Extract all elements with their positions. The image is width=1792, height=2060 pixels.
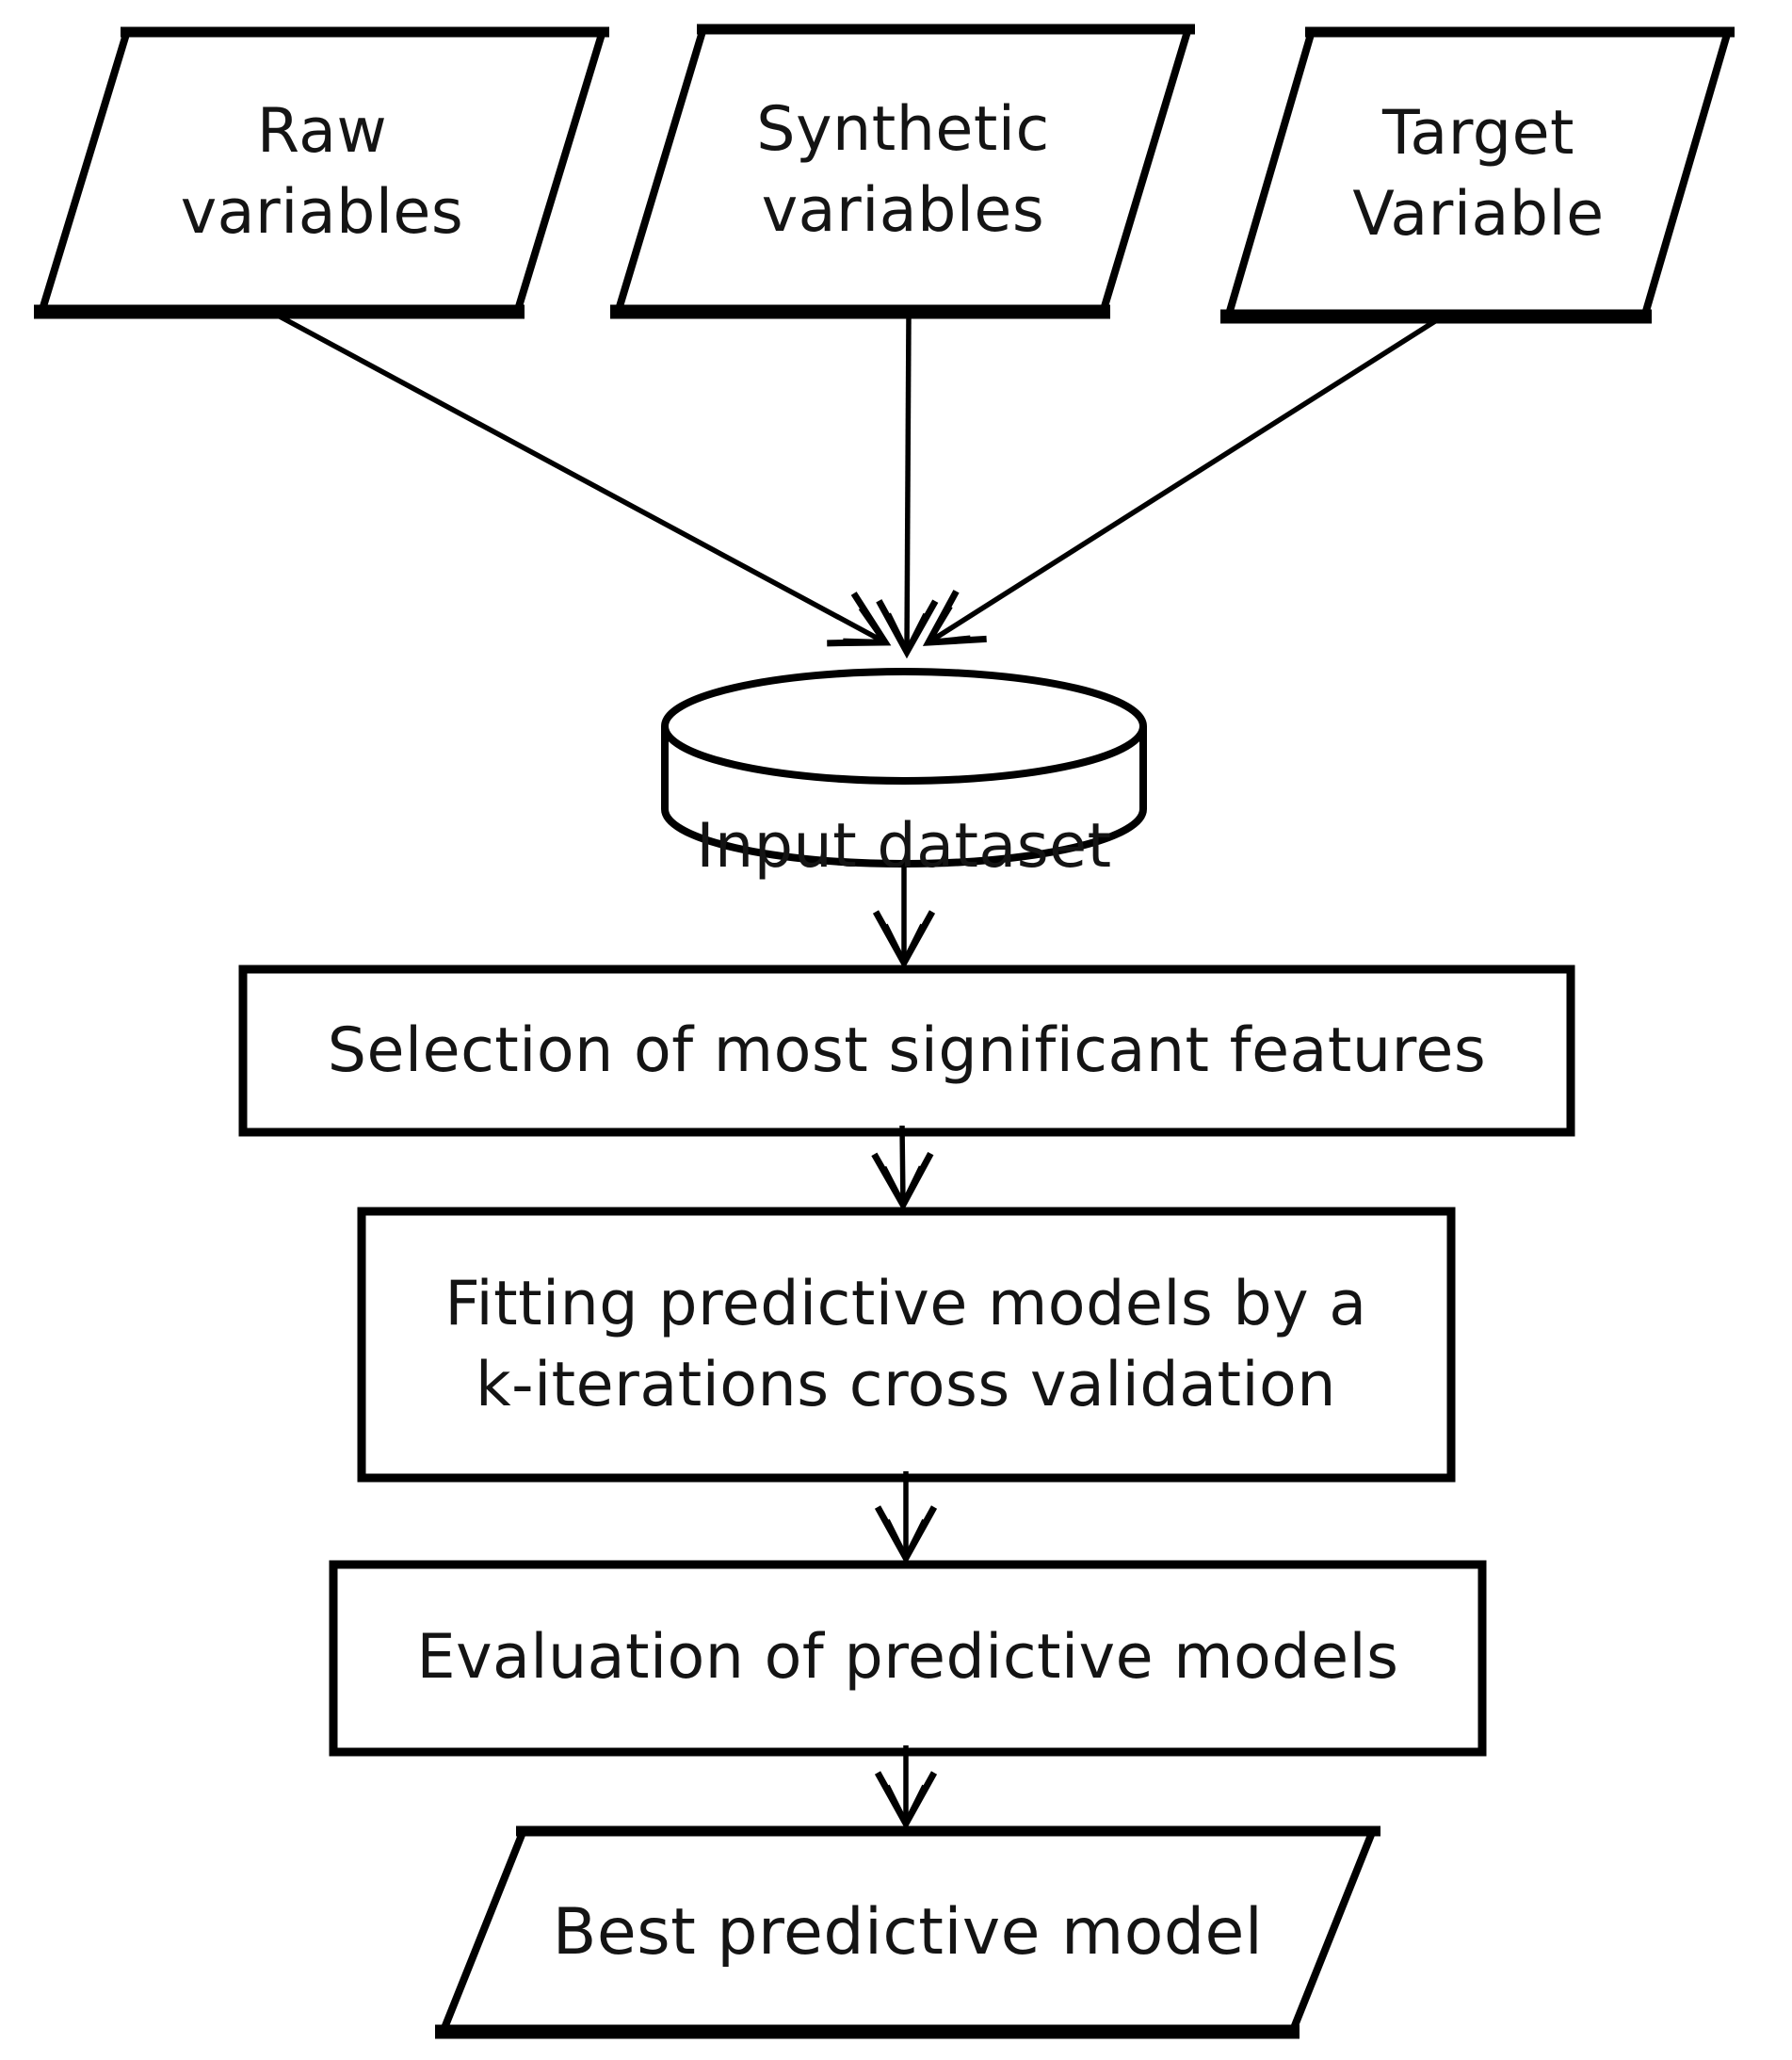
raw-variables-label-line1: Raw bbox=[256, 96, 388, 167]
model-evaluation-label: Evaluation of predictive models bbox=[417, 1617, 1399, 1698]
feature-selection-box bbox=[238, 965, 1575, 1137]
model-fitting-label-line1: Fitting predictive models by a bbox=[444, 1269, 1367, 1339]
synthetic-variables-label-line2: variables bbox=[761, 175, 1045, 246]
synthetic-variables-label: Synthetic variables bbox=[756, 89, 1049, 251]
edge-raw-variables-to-input-dataset bbox=[278, 314, 892, 647]
raw-variables-label: Raw variables bbox=[181, 91, 464, 253]
target-variable-label-line2: Variable bbox=[1352, 179, 1605, 250]
edge-synthetic-variables-to-input-dataset bbox=[876, 316, 939, 659]
edge-feature-selection-to-model-fitting bbox=[871, 1125, 934, 1212]
best-model-label: Best predictive model bbox=[553, 1892, 1264, 1973]
feature-selection-label: Selection of most significant features bbox=[328, 1011, 1486, 1092]
raw-variables-label-line2: variables bbox=[180, 177, 464, 248]
target-variable-label-line1: Target bbox=[1381, 98, 1575, 169]
synthetic-variables-label-line1: Synthetic bbox=[756, 94, 1050, 165]
feature-selection-label-line1: Selection of most significant features bbox=[327, 1015, 1487, 1086]
model-fitting-box bbox=[357, 1207, 1456, 1483]
best-model-label-line1: Best predictive model bbox=[552, 1895, 1264, 1970]
model-evaluation-box bbox=[329, 1560, 1487, 1757]
edge-target-variable-to-input-dataset bbox=[922, 318, 1437, 646]
model-fitting-label: Fitting predictive models by a k-iterati… bbox=[444, 1264, 1366, 1426]
input-dataset-label: Input dataset bbox=[696, 806, 1111, 887]
input-dataset-label-line1: Input dataset bbox=[696, 811, 1112, 882]
target-variable-label: Target Variable bbox=[1352, 93, 1604, 255]
model-fitting-label-line2: k-iterations cross validation bbox=[476, 1350, 1336, 1420]
model-evaluation-label-line1: Evaluation of predictive models bbox=[416, 1622, 1399, 1693]
input-dataset-cylinder-top bbox=[661, 668, 1147, 785]
